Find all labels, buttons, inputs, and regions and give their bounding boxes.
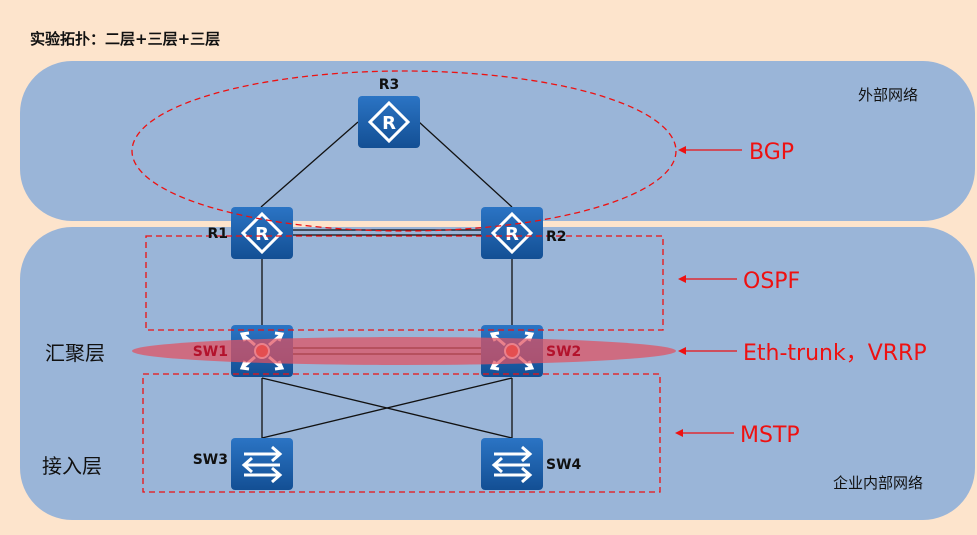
- label-internal-network: 企业内部网络: [833, 474, 923, 492]
- external-network-region: [20, 61, 975, 221]
- label-sw3: SW3: [193, 452, 228, 468]
- label-sw2: SW2: [546, 344, 581, 360]
- label-sw4: SW4: [546, 457, 582, 473]
- switch-sw3[interactable]: [229, 436, 295, 492]
- label-mstp: MSTP: [740, 423, 800, 448]
- link-r3-r2: [418, 121, 513, 208]
- label-r2: R2: [546, 229, 567, 245]
- ethtrunk-highlight: [132, 337, 676, 365]
- label-r1: R1: [207, 226, 228, 242]
- label-sw1: SW1: [193, 344, 228, 360]
- label-aggregation-layer: 汇聚层: [45, 341, 105, 365]
- switch-sw4[interactable]: [479, 436, 545, 492]
- label-bgp: BGP: [749, 140, 794, 165]
- router-r3[interactable]: [356, 94, 422, 150]
- link-r3-r1: [260, 121, 359, 208]
- label-ospf: OSPF: [743, 269, 800, 294]
- mstp-boundary: [142, 373, 661, 493]
- label-access-layer: 接入层: [42, 454, 102, 478]
- label-r3: R3: [379, 77, 400, 93]
- link-sw2-sw3: [261, 377, 513, 439]
- ospf-boundary: [145, 235, 664, 331]
- label-external-network: 外部网络: [858, 86, 918, 104]
- router-r2[interactable]: [479, 205, 545, 261]
- diagram-title: 实验拓扑：二层+三层+三层: [30, 30, 221, 48]
- label-ethtrunk-vrrp: Eth-trunk，VRRP: [743, 341, 927, 366]
- bgp-boundary: [131, 70, 677, 232]
